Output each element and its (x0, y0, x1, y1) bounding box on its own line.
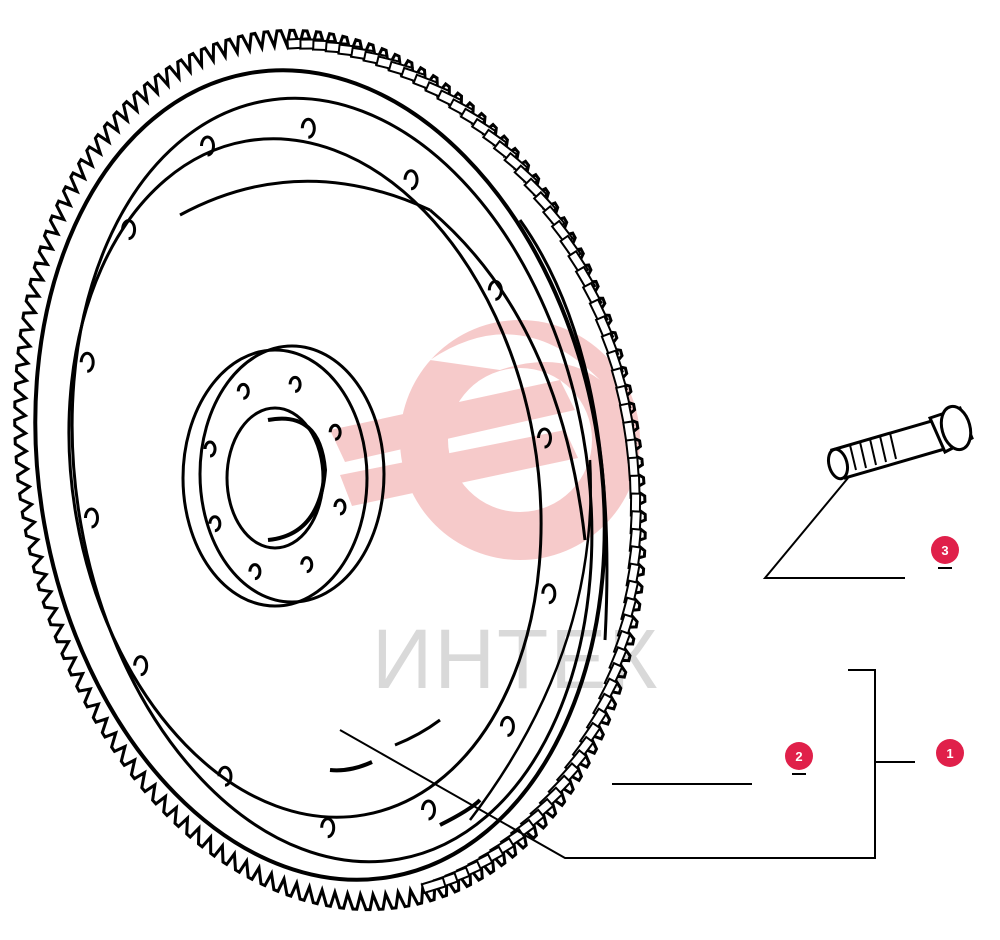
leader-lines (339, 477, 915, 859)
outer-bolt-hole (217, 765, 233, 787)
outer-bolt-hole (537, 427, 552, 449)
outer-bolt-hole (421, 799, 436, 821)
hub-bolt-hole (300, 556, 314, 574)
outer-bolt-hole (320, 817, 336, 839)
hub-bolt-hole (328, 423, 342, 441)
hub-bolt-hole (248, 563, 262, 581)
ring-gear-side-tooth (420, 876, 447, 895)
outer-bolt-hole (487, 279, 503, 301)
flywheel-drawing (33, 68, 609, 882)
callout-3-label: 3 (941, 543, 948, 558)
bolt-drawing (826, 404, 974, 481)
callout-2-label: 2 (795, 749, 802, 764)
ring-gear-drawing (13, 28, 647, 912)
hub-bolt-hole (208, 515, 222, 533)
hub-bolt-hole (333, 498, 347, 516)
outer-bolt-hole (79, 351, 95, 373)
watermark-logo (330, 320, 640, 560)
callout-3[interactable]: 3 (931, 536, 959, 569)
outer-bolt-hole (541, 583, 557, 605)
hub-bolt-hole (236, 382, 250, 400)
outer-bolt-hole (121, 219, 137, 241)
callout-1[interactable]: 1 (936, 739, 964, 767)
outer-bolt-hole (499, 715, 515, 737)
outer-bolt-hole (83, 507, 99, 529)
callout-1-label: 1 (946, 746, 953, 761)
callout-2[interactable]: 2 (785, 742, 813, 775)
hub-bolt-hole (288, 375, 302, 393)
hub-bolt-hole (203, 440, 217, 458)
outer-bolt-hole (133, 655, 149, 677)
outer-bolt-hole (403, 169, 419, 191)
outer-bolt-hole (199, 135, 215, 157)
outer-bolt-hole (300, 117, 316, 139)
